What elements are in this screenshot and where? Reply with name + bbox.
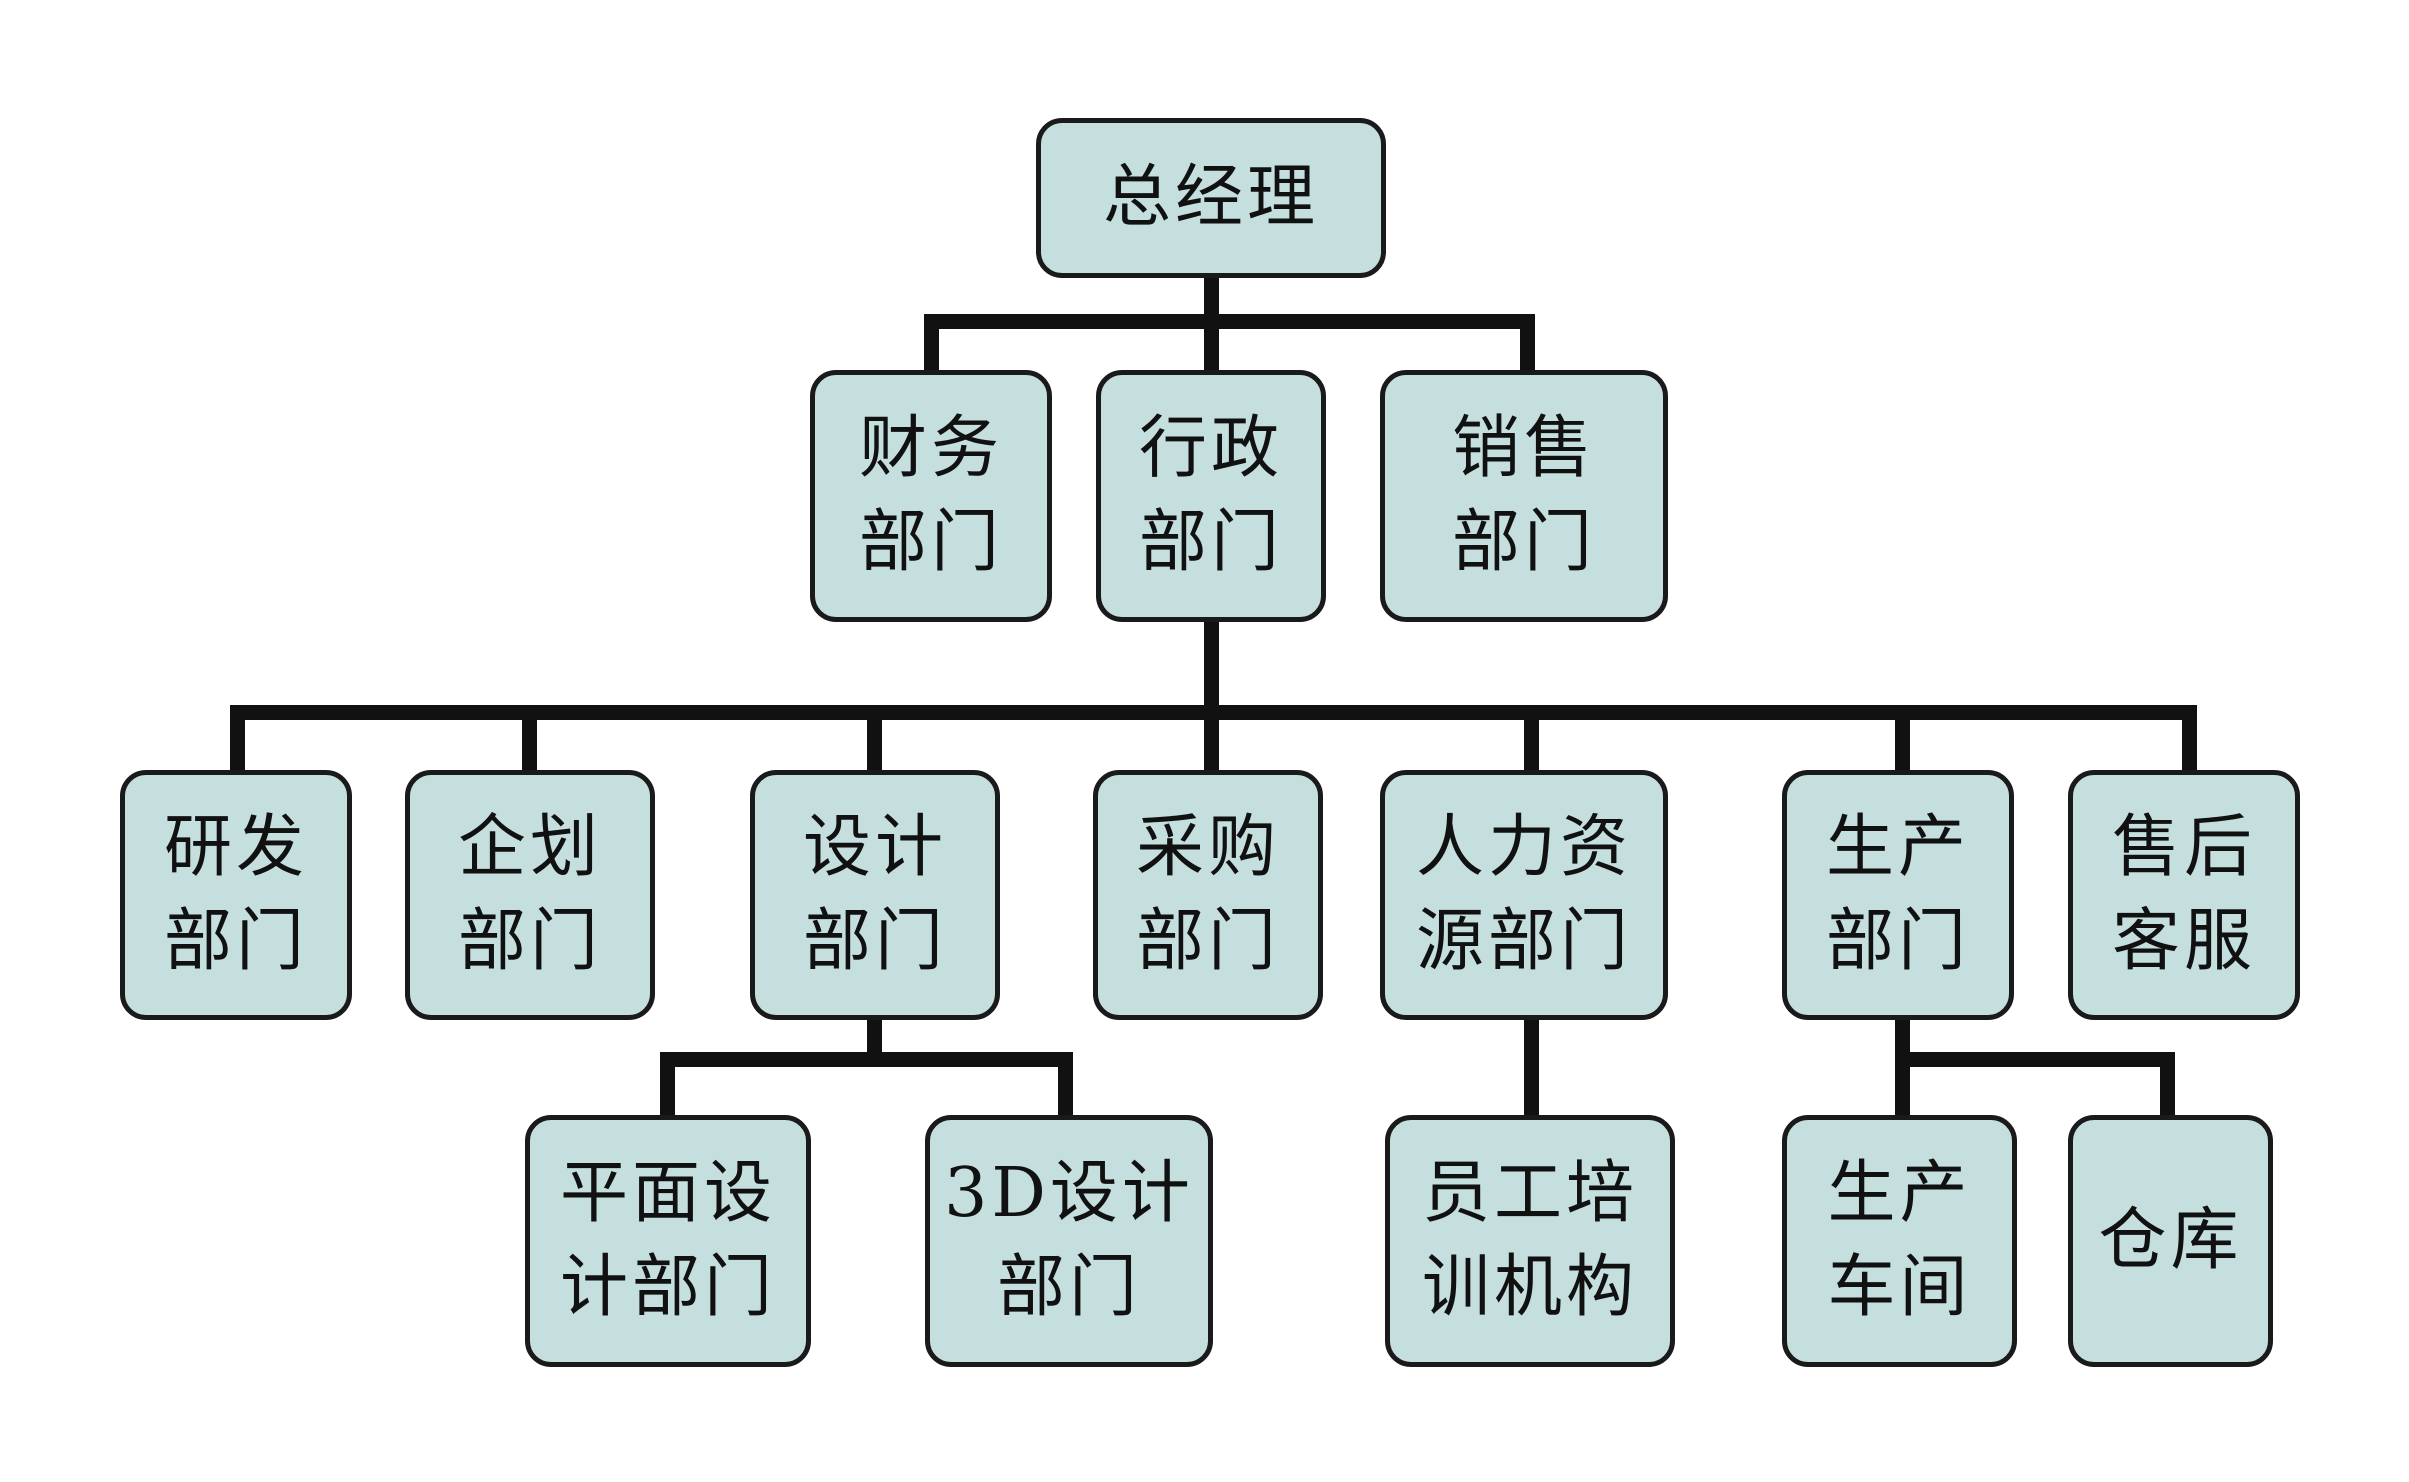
connector-admin-down <box>1204 620 1219 720</box>
connector-to-warehouse <box>2160 1052 2175 1120</box>
node-label: 销售部门 <box>1451 409 1596 582</box>
connector-design-bus <box>660 1052 1073 1067</box>
connector-level2-bus <box>924 314 1535 329</box>
connector-to-finance <box>924 314 939 374</box>
node-label: 研发部门 <box>163 808 308 981</box>
node-general-manager: 总经理 <box>1036 118 1386 278</box>
node-design: 设计部门 <box>750 770 1000 1020</box>
node-label: 平面设计部门 <box>559 1154 776 1327</box>
node-admin: 行政部门 <box>1096 370 1326 622</box>
connector-to-purchasing <box>1204 705 1219 775</box>
node-label: 行政部门 <box>1138 409 1283 582</box>
connector-to-after-sales <box>2182 705 2197 775</box>
node-label: 3D设计部门 <box>944 1154 1194 1327</box>
node-sales: 销售部门 <box>1380 370 1668 622</box>
connector-to-production <box>1895 705 1910 775</box>
node-purchasing: 采购部门 <box>1093 770 1323 1020</box>
connector-to-rnd <box>230 705 245 775</box>
node-label: 仓库 <box>2098 1201 2243 1280</box>
connector-to-graphic-design <box>660 1052 675 1120</box>
node-label: 财务部门 <box>858 409 1003 582</box>
node-finance: 财务部门 <box>810 370 1052 622</box>
node-after-sales: 售后客服 <box>2068 770 2300 1020</box>
connector-to-sales <box>1520 314 1535 374</box>
node-training: 员工培训机构 <box>1385 1115 1675 1367</box>
node-label: 员工培训机构 <box>1421 1154 1638 1327</box>
node-label: 企划部门 <box>457 808 602 981</box>
connector-production-bus <box>1895 1052 2175 1067</box>
node-graphic-design: 平面设计部门 <box>525 1115 811 1367</box>
connector-to-3d-design <box>1058 1052 1073 1120</box>
node-label: 总经理 <box>1102 158 1319 237</box>
node-label: 采购部门 <box>1135 808 1280 981</box>
connector-to-training <box>1524 1015 1539 1120</box>
node-hr: 人力资源部门 <box>1380 770 1668 1020</box>
node-label: 售后客服 <box>2111 808 2256 981</box>
node-production: 生产部门 <box>1782 770 2014 1020</box>
node-label: 生产车间 <box>1827 1154 1972 1327</box>
node-workshop: 生产车间 <box>1782 1115 2017 1367</box>
node-label: 设计部门 <box>802 808 947 981</box>
node-3d-design: 3D设计部门 <box>925 1115 1213 1367</box>
node-label: 人力资源部门 <box>1415 808 1632 981</box>
node-rnd: 研发部门 <box>120 770 352 1020</box>
node-label: 生产部门 <box>1825 808 1970 981</box>
node-warehouse: 仓库 <box>2068 1115 2273 1367</box>
connector-to-planning <box>522 705 537 775</box>
connector-to-admin <box>1204 314 1219 374</box>
connector-to-design <box>867 705 882 775</box>
connector-gm-down <box>1204 275 1219 325</box>
node-planning: 企划部门 <box>405 770 655 1020</box>
connector-to-hr <box>1524 705 1539 775</box>
connector-to-workshop <box>1895 1052 1910 1120</box>
